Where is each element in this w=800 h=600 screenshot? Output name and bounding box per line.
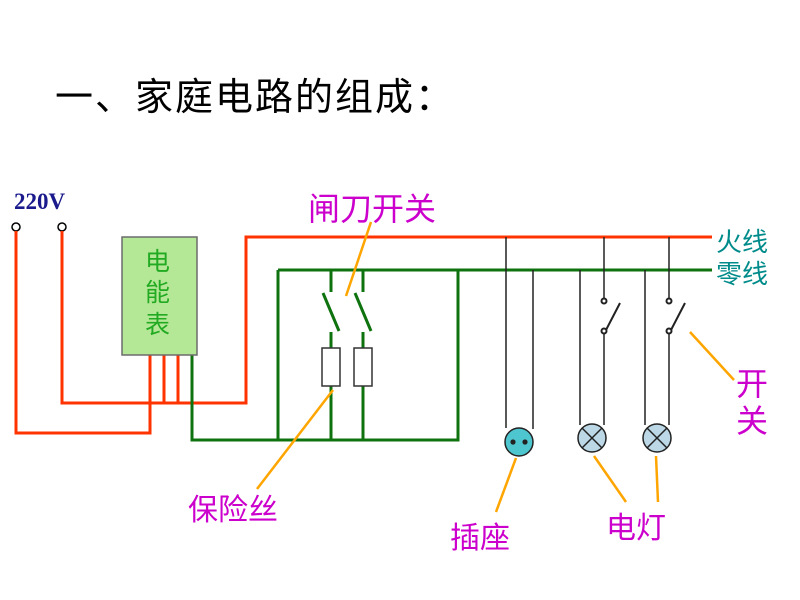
annotation-pointer-lines bbox=[256, 221, 735, 513]
neutral-wire-label: 零线 bbox=[716, 260, 769, 289]
supply-terminal-icons bbox=[11, 222, 67, 232]
socket-icon bbox=[504, 427, 534, 457]
energy-meter-box bbox=[121, 236, 198, 356]
neutral-wire-path bbox=[190, 268, 712, 442]
live-wire-label: 火线 bbox=[716, 228, 769, 257]
slide-title: 一、家庭电路的组成： bbox=[55, 77, 456, 119]
voltage-label: 220V bbox=[14, 189, 66, 214]
energy-meter-label: 电能表 bbox=[145, 248, 171, 339]
wall-switch-icons bbox=[600, 297, 686, 335]
live-wire-path bbox=[14, 231, 712, 435]
branch-circuit-wires bbox=[505, 237, 670, 429]
socket-label: 插座 bbox=[450, 522, 510, 555]
lamp-label: 电灯 bbox=[606, 512, 666, 545]
knife-switch-icon bbox=[321, 270, 373, 348]
fuse-label: 保险丝 bbox=[188, 494, 278, 527]
fuse-icons bbox=[321, 347, 373, 440]
lamp-icons bbox=[577, 423, 672, 453]
wall-switch-label: 开关 bbox=[736, 366, 769, 439]
knife-switch-label: 闸刀开关 bbox=[308, 191, 437, 227]
